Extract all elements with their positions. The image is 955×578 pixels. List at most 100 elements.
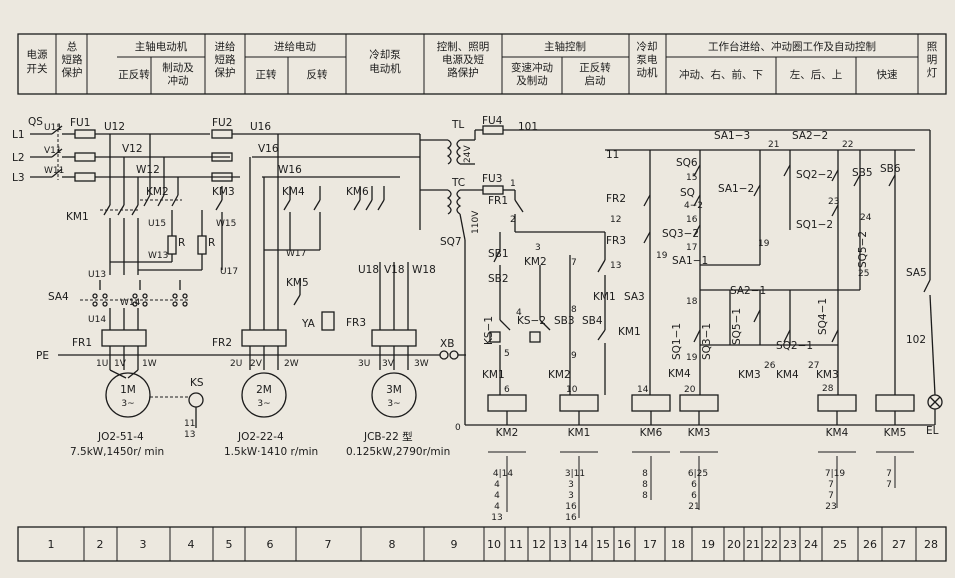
label-u15: U15 [148,219,166,229]
label-km6: KM6 [346,186,369,198]
label-1w: 1W [142,359,157,369]
label-u16: U16 [250,121,271,133]
node-1: 1 [510,179,516,189]
node-8: 8 [571,305,577,315]
col-27: 27 [892,538,906,551]
label-ks-11: 11 [184,419,195,429]
label-w18: W18 [412,264,436,276]
label-110v: 110V [471,210,481,234]
label-ya: YA [301,318,316,330]
motor-2m-model: JO2-22-4 [237,431,284,443]
motor-1m-model: JO2-51-4 [97,431,144,443]
label-km1: KM1 [66,211,89,223]
label-el: EL [926,425,939,437]
label-fu3: FU3 [482,173,502,185]
col-21: 21 [746,538,760,551]
node-16: 16 [686,215,698,225]
header-coolant-motor: 冷却泵电动机 [369,48,401,75]
col-3: 3 [140,538,147,551]
motor-1m-phase: 3~ [121,399,134,409]
col-8: 8 [389,538,396,551]
label-sb3: SB3 [554,315,575,327]
label-tl: TL [451,119,464,131]
header-feed-reverse: 反转 [307,68,328,81]
col-18: 18 [671,538,685,551]
col-24: 24 [804,538,818,551]
header-lamp: 照明灯 [927,41,938,79]
coil-km1: KM1 [568,427,591,439]
node-2: 2 [510,215,516,225]
label-fr3: FR3 [346,317,366,329]
header-speed-change: 变速冲动及制动 [511,61,553,87]
node-12: 12 [610,215,621,225]
col-4: 4 [188,538,195,551]
col-13: 13 [553,538,567,551]
label-sa3: SA3 [624,291,645,303]
node-15: 15 [686,173,697,183]
control-labels: TL TC FU4 FU3 24V 110V 101 1 FR1 2 SQ7 3… [440,115,939,437]
col-6: 6 [267,538,274,551]
col-19: 19 [701,538,715,551]
label-sq3-2: SQ3−2 [662,228,699,240]
control-circuit [419,125,943,426]
col-22: 22 [764,538,778,551]
label-sq2-2: SQ2−2 [796,169,833,181]
node-26: 26 [764,361,776,371]
motor-2m-phase: 3~ [257,399,270,409]
label-km2-int: KM2 [548,369,571,381]
motor-3m-phase: 3~ [387,399,400,409]
col-2: 2 [97,538,104,551]
col-9: 9 [451,538,458,551]
col-7: 7 [325,538,332,551]
label-u18: U18 [358,264,379,276]
label-v16: V16 [258,143,279,155]
header-spindle-fwd-rev: 正反转 [118,68,150,81]
motor-3m-spec: 0.125kW,2790r/min [346,446,450,458]
label-sq1-1: SQ1−1 [671,323,683,360]
header-spindle-control: 主轴控制 [544,40,586,53]
label-km4-int2: KM4 [776,369,799,381]
col-28: 28 [924,538,938,551]
col-20: 20 [727,538,741,551]
coil-km3: KM3 [688,427,711,439]
node-0: 0 [455,423,461,433]
label-v12: V12 [122,143,143,155]
node-21: 21 [768,140,779,150]
label-km4: KM4 [282,186,305,198]
label-fu4: FU4 [482,115,503,127]
col-10: 10 [487,538,501,551]
col-17: 17 [643,538,657,551]
motor-2m: 2M [256,384,272,396]
col-25: 25 [833,538,847,551]
coil-labels: KM2 KM1 KM6 KM3 KM4 KM5 [496,427,907,439]
label-xb: XB [440,338,454,350]
label-sa4: SA4 [48,291,69,303]
node-28: 28 [822,384,834,394]
node-6: 6 [504,385,510,395]
label-ks-13: 13 [184,430,195,440]
label-qs: QS [28,116,43,128]
label-fr3-nc: FR3 [606,235,626,247]
node-18: 18 [686,297,698,307]
node-19b: 19 [686,353,698,363]
motor-1m: 1M [120,384,136,396]
label-w13: W13 [148,251,168,261]
label-w14: W14 [120,298,141,308]
label-2v: 2V [250,359,263,369]
label-sa2-1: SA2−1 [730,285,766,297]
label-km2: KM2 [146,186,169,198]
node-22: 22 [842,140,853,150]
header-table-feed: 工作台进给、冲动圈工作及自动控制 [708,40,876,53]
label-w11: W11 [44,166,64,176]
header-feed-motor: 进给电动 [274,40,316,53]
label-sq6: SQ6 [676,157,698,169]
node-19c: 19 [758,239,770,249]
col-5: 5 [226,538,233,551]
label-v11: V11 [44,146,62,156]
label-km5: KM5 [286,277,309,289]
